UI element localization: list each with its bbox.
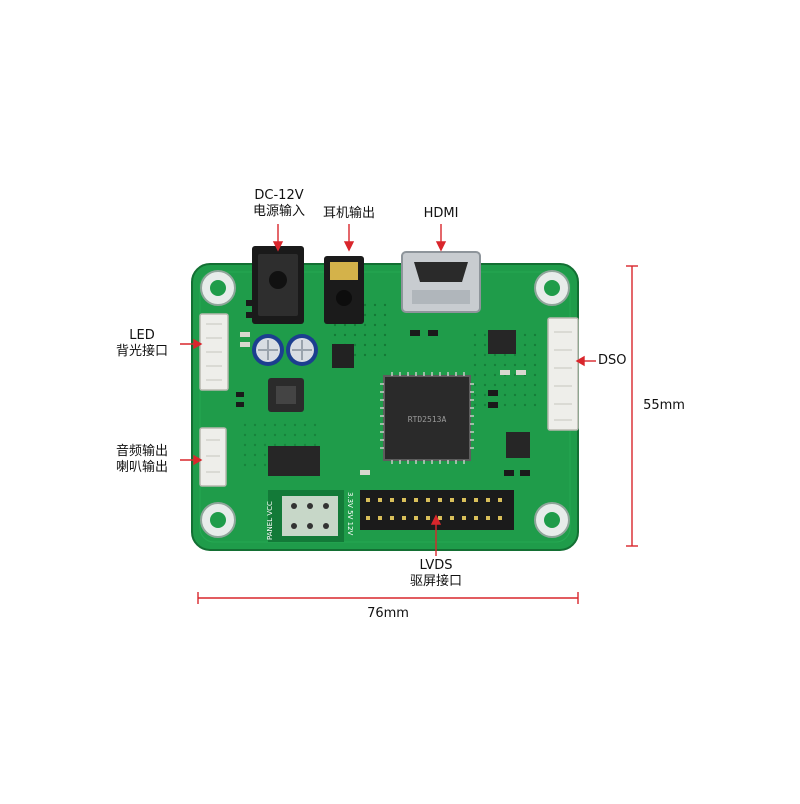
label-lvds-line2: 驱屏接口 xyxy=(409,574,462,589)
label-led-line1: LED xyxy=(129,328,155,343)
led-backlight-connector xyxy=(199,313,229,391)
hdmi-connector xyxy=(401,251,481,313)
main-controller-chip: RTD2513A xyxy=(380,372,474,464)
lvds-header xyxy=(360,490,514,530)
panel-vcc-jumper: PANEL VCC 3.3V 5V 12V xyxy=(266,490,354,542)
dc-power-jack xyxy=(252,246,304,324)
dimension-height xyxy=(626,265,638,547)
voltage-regulator xyxy=(332,344,354,368)
leader-dso xyxy=(575,355,596,367)
label-lvds-line1: LVDS xyxy=(419,558,453,573)
silk-panel-vcc: PANEL VCC xyxy=(266,501,274,540)
mounting-hole-bottom-right xyxy=(534,502,570,538)
chip-marking: RTD2513A xyxy=(408,415,447,424)
label-height-dimension: 55mm xyxy=(640,398,688,414)
dso-connector xyxy=(547,317,579,431)
leader-lvds xyxy=(430,514,442,556)
leader-dc xyxy=(272,224,284,252)
earphone-jack xyxy=(324,256,364,324)
label-dso-text: DSO xyxy=(598,353,627,368)
label-height-text: 55mm xyxy=(643,398,685,413)
mounting-hole-top-left xyxy=(200,270,236,306)
leader-audio xyxy=(180,454,203,466)
label-led-backlight: LED 背光接口 xyxy=(108,328,176,360)
label-width-text: 76mm xyxy=(367,606,409,621)
label-dc-power: DC-12V 电源输入 xyxy=(244,188,314,220)
label-audio: 音频输出 喇叭输出 xyxy=(108,444,176,476)
leader-earphone xyxy=(343,224,355,252)
label-hdmi-text: HDMI xyxy=(423,206,459,221)
label-dc-line1: DC-12V xyxy=(254,188,304,203)
label-width-dimension: 76mm xyxy=(360,606,416,622)
capacitor-right xyxy=(286,334,318,366)
label-earphone: 耳机输出 xyxy=(314,206,384,222)
mounting-hole-bottom-left xyxy=(200,502,236,538)
leader-led xyxy=(180,338,203,350)
label-led-line2: 背光接口 xyxy=(115,344,168,359)
audio-amp-chip xyxy=(268,446,320,476)
leader-hdmi xyxy=(435,224,447,252)
capacitor-left xyxy=(252,334,284,366)
label-audio-line2: 喇叭输出 xyxy=(115,460,168,475)
label-hdmi: HDMI xyxy=(411,206,471,222)
label-audio-line1: 音频输出 xyxy=(115,444,168,459)
audio-speaker-connector xyxy=(199,427,227,487)
label-dso: DSO xyxy=(598,353,638,369)
silk-voltages: 3.3V 5V 12V xyxy=(346,492,354,536)
label-lvds: LVDS 驱屏接口 xyxy=(398,558,474,590)
label-earphone-text: 耳机输出 xyxy=(322,206,375,221)
mounting-hole-top-right xyxy=(534,270,570,306)
small-ic-right xyxy=(506,432,530,458)
dimension-width xyxy=(197,592,579,604)
label-dc-line2: 电源输入 xyxy=(252,204,305,219)
small-ic-top xyxy=(488,330,516,354)
